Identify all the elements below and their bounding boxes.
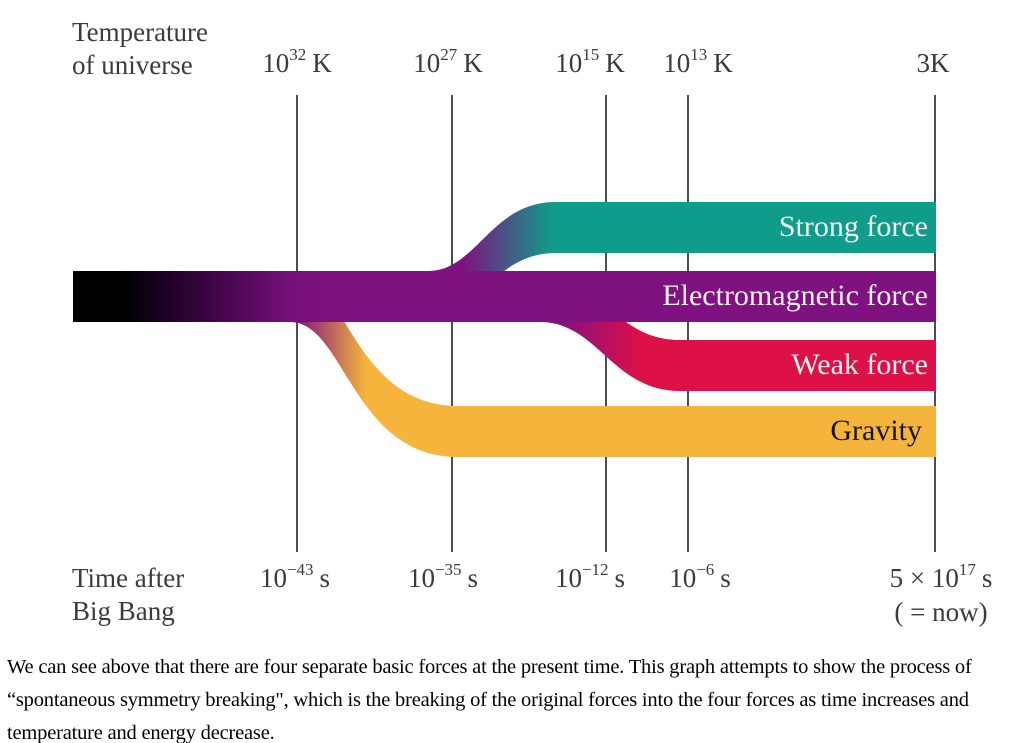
tick-base: 10 (669, 563, 697, 593)
tick-base: 10 (259, 563, 287, 593)
tick-unit: K (713, 48, 733, 78)
time-axis-title-line2: Big Bang (72, 596, 175, 626)
tick-base: 10 (262, 48, 290, 78)
temp-tick-10e15: 1015 K (555, 45, 625, 80)
caption-line-3: temperature and energy decrease. (7, 722, 275, 743)
tick-exponent: 15 (582, 45, 600, 64)
strong-force-band (428, 202, 936, 322)
strong-force-label: Strong force (778, 210, 928, 243)
tick-base: 5 × 10 (889, 563, 959, 593)
temp-tick-10e13: 1013 K (663, 45, 733, 80)
tick-exponent: 17 (958, 560, 976, 579)
tick-unit: s (614, 563, 626, 593)
tick-base: 10 (663, 48, 691, 78)
electromagnetic-force-label: Electromagnetic force (662, 279, 928, 312)
time-tick-10e-12: 10−12 s (554, 560, 626, 595)
time-axis-title: Time after Big Bang (72, 562, 184, 628)
tick-unit: s (720, 563, 731, 593)
tick-base: 10 (554, 563, 582, 593)
temp-tick-3k: 3K (917, 47, 950, 80)
time-tick-10e-35: 10−35 s (407, 560, 479, 595)
tick-unit: s (981, 563, 993, 593)
temperature-axis-title: Temperature of universe (72, 16, 208, 82)
tick-unit: K (312, 48, 332, 78)
tick-exponent: 13 (690, 45, 708, 64)
tick-unit: s (319, 563, 331, 593)
time-tick-10e-6: 10−6 s (669, 560, 731, 595)
tick-exponent: −12 (581, 560, 609, 579)
tick-exponent: 32 (289, 45, 307, 64)
caption-paragraph: We can see above that there are four sep… (7, 651, 1021, 743)
tick-unit: K (605, 48, 625, 78)
tick-exponent: 27 (440, 45, 458, 64)
temp-tick-10e32: 1032 K (262, 45, 332, 80)
gravity-band (255, 271, 936, 457)
time-axis-title-line1: Time after (72, 563, 185, 593)
temp-tick-10e27: 1027 K (413, 45, 483, 80)
caption-line-1: We can see above that there are four sep… (7, 656, 972, 678)
tick-unit: s (467, 563, 479, 593)
now-annotation: ( = now) (894, 597, 988, 627)
tick-exponent: −43 (286, 560, 314, 579)
gravity-label: Gravity (830, 414, 922, 447)
tick-exponent: −6 (696, 560, 715, 579)
time-tick-10e-43: 10−43 s (259, 560, 331, 595)
weak-force-band (498, 271, 936, 391)
weak-force-label: Weak force (791, 348, 928, 381)
tick-base: 10 (407, 563, 435, 593)
caption-line-2: “spontaneous symmetry breaking", which i… (7, 689, 969, 711)
electromagnetic-force-band (73, 271, 936, 322)
tick-base: 3K (916, 48, 950, 78)
tick-unit: K (463, 48, 483, 78)
tick-base: 10 (413, 48, 441, 78)
forces-diagram-canvas (73, 95, 936, 552)
tick-base: 10 (555, 48, 583, 78)
temperature-axis-title-line2: of universe (72, 50, 193, 80)
time-tick-now: 5 × 1017 s ( = now) (889, 560, 993, 629)
temperature-axis-title-line1: Temperature (72, 17, 209, 47)
tick-exponent: −35 (434, 560, 462, 579)
